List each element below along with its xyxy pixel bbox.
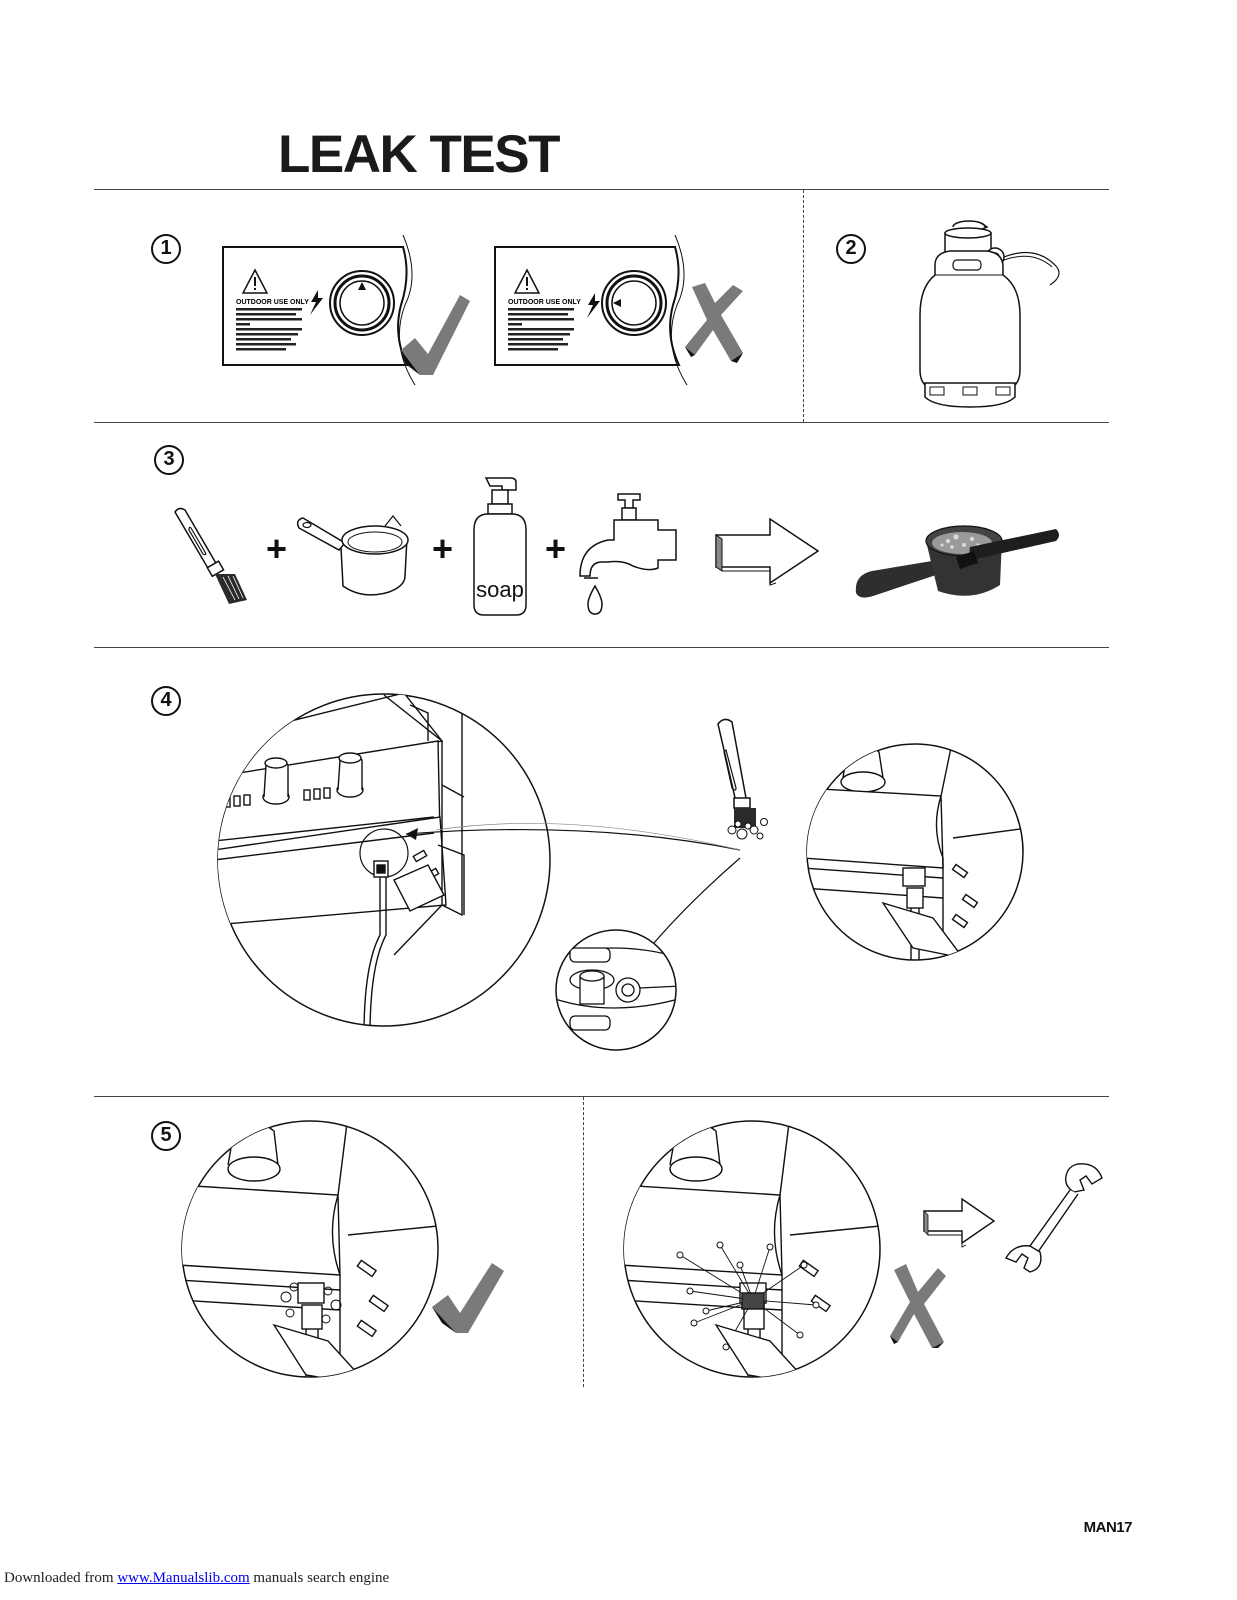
saucepan-icon bbox=[296, 515, 409, 596]
water-tap-icon bbox=[579, 493, 677, 615]
plus-sign-1: + bbox=[266, 528, 288, 569]
wrench-icon bbox=[1004, 1163, 1103, 1273]
manualslib-link[interactable]: www.Manualslib.com bbox=[117, 1570, 250, 1586]
leak-detected-closeup-illustration bbox=[623, 1120, 881, 1378]
soap-label: soap bbox=[476, 577, 524, 602]
step-1-number: 1 bbox=[151, 234, 181, 264]
arrow-right-small-icon bbox=[923, 1197, 996, 1248]
divider-top bbox=[94, 189, 1109, 190]
valve-connection-closeup-illustration bbox=[806, 743, 1024, 961]
divider-step1-step2 bbox=[803, 190, 804, 422]
arrow-right-icon bbox=[715, 517, 820, 586]
plus-sign-3: + bbox=[545, 528, 567, 569]
outdoor-use-label-b: OUTDOOR USE ONLY bbox=[508, 299, 581, 306]
cylinder-regulator-closeup-illustration bbox=[555, 929, 677, 1051]
gas-cylinder-illustration bbox=[919, 220, 1060, 408]
no-leak-closeup-illustration bbox=[181, 1120, 439, 1378]
step-3-number: 3 bbox=[154, 445, 184, 475]
soapy-solution-pan-icon bbox=[855, 525, 1059, 598]
control-panel-on-illustration: OUTDOOR USE ONLY bbox=[494, 235, 743, 385]
model-code: MAN17 bbox=[1083, 1519, 1133, 1536]
divider-row3 bbox=[94, 1096, 1109, 1097]
grill-valve-closeup-illustration bbox=[217, 693, 551, 1027]
brush-icon bbox=[174, 507, 247, 604]
footer-prefix: Downloaded from bbox=[4, 1570, 118, 1586]
control-panel-off-illustration: OUTDOOR USE ONLY bbox=[222, 235, 470, 385]
download-footer: Downloaded from www.Manualslib.com manua… bbox=[4, 1570, 389, 1587]
step-2-number: 2 bbox=[836, 234, 866, 264]
footer-suffix: manuals search engine bbox=[249, 1570, 390, 1586]
page-title: LEAK TEST bbox=[278, 125, 560, 184]
step-4-number: 4 bbox=[151, 686, 181, 716]
divider-row2 bbox=[94, 647, 1109, 648]
divider-row1 bbox=[94, 422, 1109, 423]
cross-mark-icon bbox=[890, 1264, 946, 1348]
step-5-number: 5 bbox=[151, 1121, 181, 1151]
outdoor-use-label-a: OUTDOOR USE ONLY bbox=[236, 299, 309, 306]
brush-with-bubbles-icon bbox=[717, 718, 768, 840]
check-mark-icon bbox=[432, 1263, 504, 1333]
soap-bottle-icon: soap bbox=[473, 477, 527, 616]
divider-step5-split bbox=[583, 1097, 584, 1387]
plus-sign-2: + bbox=[432, 528, 454, 569]
